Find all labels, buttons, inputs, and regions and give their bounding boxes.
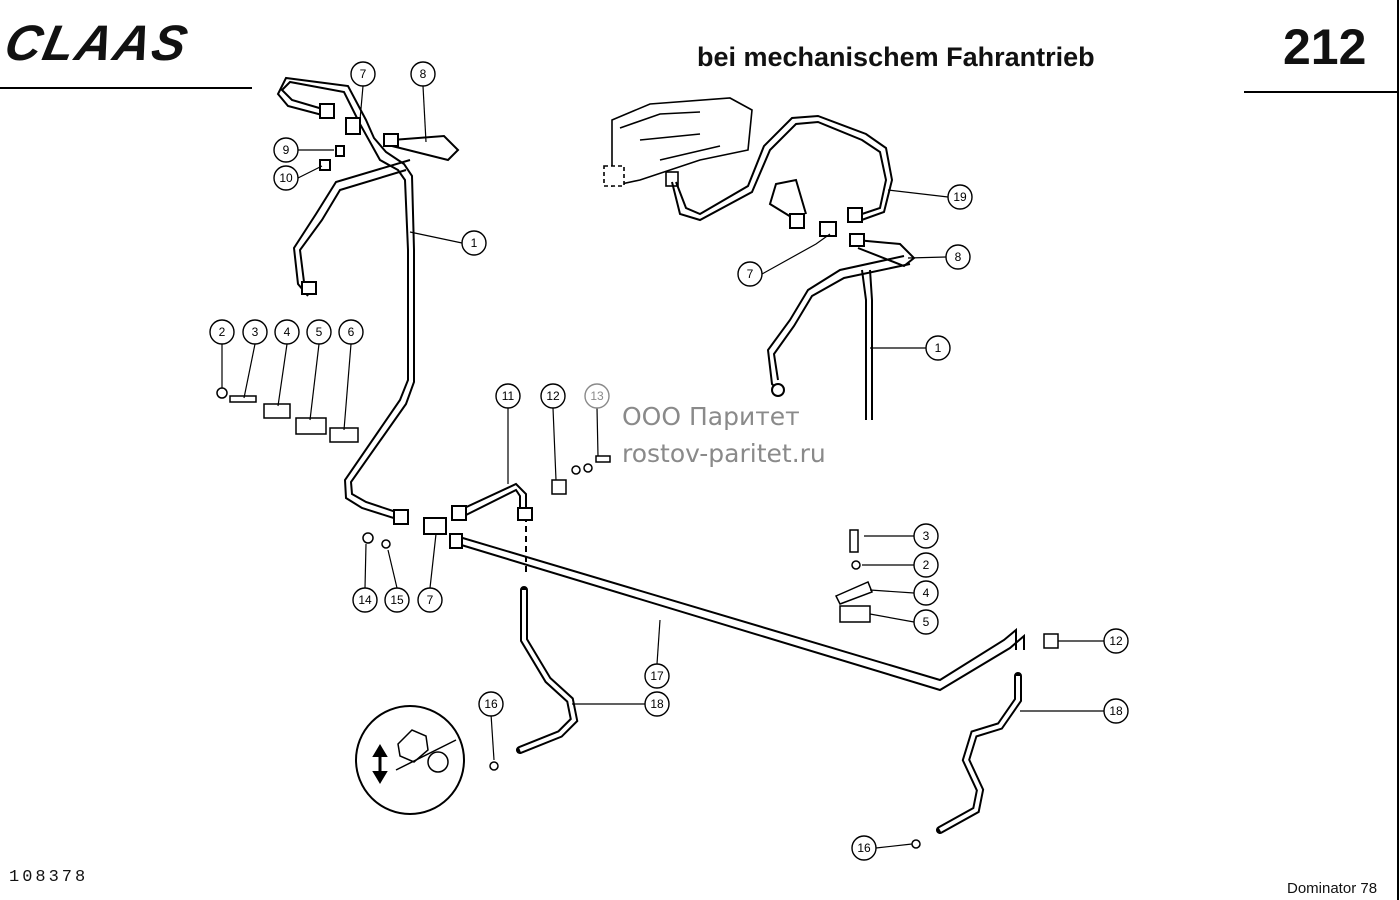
svg-text:1: 1 xyxy=(935,341,942,355)
callout-4: 4 xyxy=(274,319,300,345)
callout-17: 17 xyxy=(644,663,670,689)
svg-text:5: 5 xyxy=(923,615,930,629)
callout-7: 7 xyxy=(350,61,376,87)
svg-text:1: 1 xyxy=(471,236,478,250)
svg-text:7: 7 xyxy=(360,67,367,81)
callout-9: 9 xyxy=(273,137,299,163)
control-valve-block xyxy=(603,97,753,187)
svg-text:12: 12 xyxy=(546,389,560,403)
svg-text:5: 5 xyxy=(316,325,323,339)
callout-5: 5 xyxy=(913,609,939,635)
svg-text:6: 6 xyxy=(348,325,355,339)
svg-text:3: 3 xyxy=(252,325,259,339)
callout-19: 19 xyxy=(947,184,973,210)
callout-7: 7 xyxy=(737,261,763,287)
svg-text:16: 16 xyxy=(484,697,498,711)
callout-10: 10 xyxy=(273,165,299,191)
callout-14: 14 xyxy=(352,587,378,613)
svg-text:14: 14 xyxy=(358,593,372,607)
svg-text:10: 10 xyxy=(279,171,293,185)
svg-text:12: 12 xyxy=(1109,634,1123,648)
watermark: ООО Паритет rostov-paritet.ru xyxy=(622,398,826,472)
document-number: 108378 xyxy=(9,868,89,887)
clamp-parts-left xyxy=(216,387,359,443)
svg-text:7: 7 xyxy=(747,267,754,281)
callout-18: 18 xyxy=(644,691,670,717)
callout-18: 18 xyxy=(1103,698,1129,724)
svg-text:11: 11 xyxy=(502,389,515,403)
callout-6: 6 xyxy=(338,319,364,345)
callout-13: 13 xyxy=(584,383,610,409)
svg-text:4: 4 xyxy=(923,586,930,600)
svg-text:15: 15 xyxy=(390,593,404,607)
callout-11: 11 xyxy=(495,383,521,409)
svg-text:17: 17 xyxy=(650,669,664,683)
callout-16: 16 xyxy=(851,835,877,861)
svg-text:8: 8 xyxy=(955,250,962,264)
svg-text:2: 2 xyxy=(219,325,226,339)
svg-text:9: 9 xyxy=(283,143,290,157)
callout-1: 1 xyxy=(925,335,951,361)
svg-text:2: 2 xyxy=(923,558,930,572)
callout-12: 12 xyxy=(540,383,566,409)
callout-2: 2 xyxy=(209,319,235,345)
callout-7: 7 xyxy=(417,587,443,613)
callout-3: 3 xyxy=(242,319,268,345)
detail-inset xyxy=(355,705,465,815)
callout-16: 16 xyxy=(478,691,504,717)
svg-text:8: 8 xyxy=(420,67,427,81)
svg-text:4: 4 xyxy=(284,325,291,339)
fittings-lower xyxy=(362,455,1059,849)
svg-text:18: 18 xyxy=(650,697,664,711)
callout-4: 4 xyxy=(913,580,939,606)
leader-lines xyxy=(221,85,1104,849)
svg-text:7: 7 xyxy=(427,593,434,607)
callout-3: 3 xyxy=(913,523,939,549)
callout-15: 15 xyxy=(384,587,410,613)
callout-1: 1 xyxy=(461,230,487,256)
watermark-website: rostov-paritet.ru xyxy=(622,439,826,468)
svg-text:16: 16 xyxy=(857,841,871,855)
page-number: 212 xyxy=(1283,19,1367,75)
svg-text:18: 18 xyxy=(1109,704,1123,718)
pipe-assembly-lower xyxy=(393,482,1025,692)
model-name: Dominator 78 xyxy=(1287,880,1378,897)
callout-8: 8 xyxy=(410,61,436,87)
svg-text:3: 3 xyxy=(923,529,930,543)
pipe-assembly-right-upper xyxy=(671,114,916,420)
watermark-company: ООО Паритет xyxy=(622,402,800,431)
svg-text:19: 19 xyxy=(953,190,967,204)
callout-2: 2 xyxy=(913,552,939,578)
pipe-assembly-left-upper xyxy=(276,76,460,521)
callout-5: 5 xyxy=(306,319,332,345)
svg-text:13: 13 xyxy=(590,389,604,403)
hydraulic-hose-right xyxy=(936,672,1022,834)
callout-8: 8 xyxy=(945,244,971,270)
callout-12: 12 xyxy=(1103,628,1129,654)
page-title: bei mechanischem Fahrantrieb xyxy=(697,42,1095,72)
